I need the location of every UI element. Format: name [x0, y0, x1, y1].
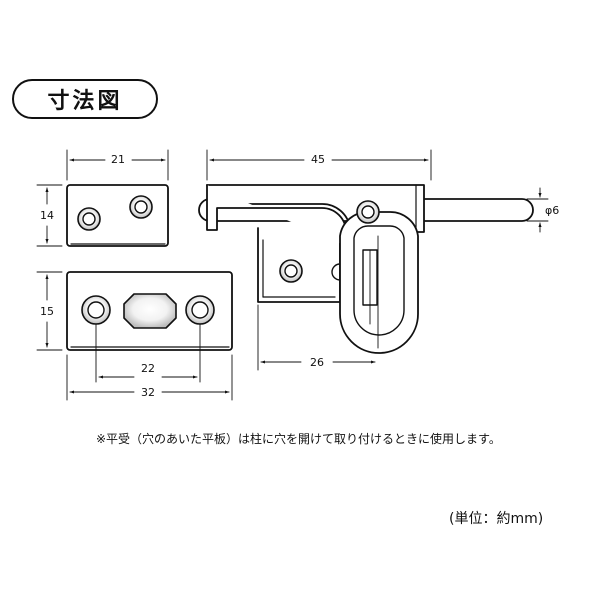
flat-plate-center-slot [123, 293, 177, 329]
small-plate-view [66, 184, 169, 247]
dim-label-15: 15 [40, 305, 54, 318]
small-plate-hole-left [77, 207, 101, 231]
units-label: (単位：約mm) [449, 511, 544, 527]
bolt-latch-view [198, 184, 534, 354]
dim-bolt-diameter [526, 187, 549, 233]
latch-guide-hole [356, 200, 380, 224]
latch-handle-inner [353, 225, 405, 336]
usage-note: ※平受（穴のあいた平板）は柱に穴を開けて取り付けるときに使用します。 [96, 432, 501, 446]
dim-latch-base-width [257, 304, 376, 371]
small-plate-hole-right [129, 195, 153, 219]
flat-plate-hole-right [185, 295, 215, 325]
dim-latch-width [206, 149, 432, 181]
dim-label-45: 45 [311, 153, 325, 166]
dim-small-plate-width [66, 149, 169, 181]
title-text: 寸法図 [47, 89, 123, 114]
dim-label-32: 32 [141, 386, 155, 399]
dim-label-21: 21 [111, 153, 125, 166]
dim-label-26: 26 [310, 356, 324, 369]
flat-plate-view [66, 271, 233, 383]
dim-flat-plate-width [66, 354, 233, 401]
flat-plate-hole-left [81, 295, 111, 325]
latch-base-hole [279, 259, 303, 283]
dim-flat-plate-height [36, 271, 63, 351]
dim-small-plate-height [36, 184, 63, 247]
dim-label-14: 14 [40, 209, 54, 222]
title-badge: 寸法図 [12, 79, 158, 119]
dim-label-phi6: φ6 [545, 204, 559, 217]
dim-label-22: 22 [141, 362, 155, 375]
